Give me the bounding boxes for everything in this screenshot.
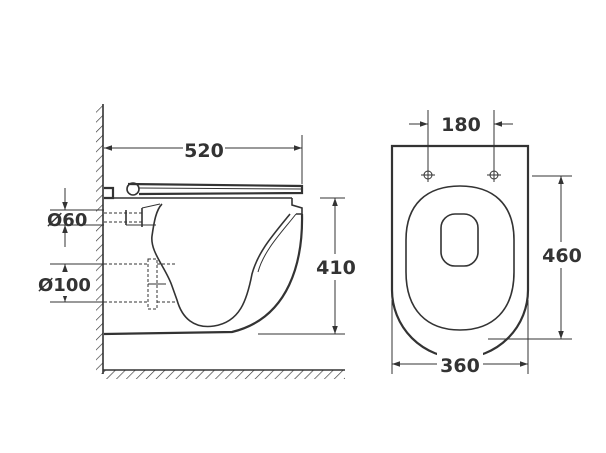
- dimension-depth-label: 460: [542, 245, 582, 267]
- mounting-bolt-right: [487, 168, 501, 182]
- dimension-bolt-spacing-label: 180: [441, 114, 481, 136]
- toilet-side-profile: [103, 182, 304, 336]
- mounting-bolt-left: [421, 168, 435, 182]
- dimension-length: 520: [104, 135, 303, 184]
- dimension-waste-pipe: Ø100: [38, 263, 104, 303]
- dimension-bolt-spacing: 180: [409, 110, 513, 168]
- dimension-flush-pipe: Ø60: [47, 188, 104, 247]
- waste-pipe: [104, 258, 177, 310]
- floor: [103, 369, 345, 379]
- bowl-opening: [440, 213, 479, 267]
- top-view: 180 460 360: [390, 110, 584, 377]
- inner-bowl: [151, 203, 291, 328]
- seat-lid: [127, 182, 304, 196]
- dimension-depth: 460: [488, 175, 584, 340]
- dimension-flush-pipe-label: Ø60: [47, 210, 87, 231]
- inner-rim: [405, 185, 515, 331]
- wall: [96, 104, 104, 374]
- dimension-width: 360: [391, 300, 529, 377]
- dimension-waste-pipe-label: Ø100: [38, 275, 91, 296]
- dimension-width-label: 360: [440, 355, 480, 377]
- dimension-height: 410: [258, 197, 357, 335]
- toilet-top-outline: [390, 144, 530, 360]
- dimension-length-label: 520: [184, 140, 224, 162]
- side-view: 520 410 Ø60 Ø100: [38, 104, 357, 379]
- dimension-height-label: 410: [316, 257, 356, 279]
- flush-pipe: [104, 203, 161, 227]
